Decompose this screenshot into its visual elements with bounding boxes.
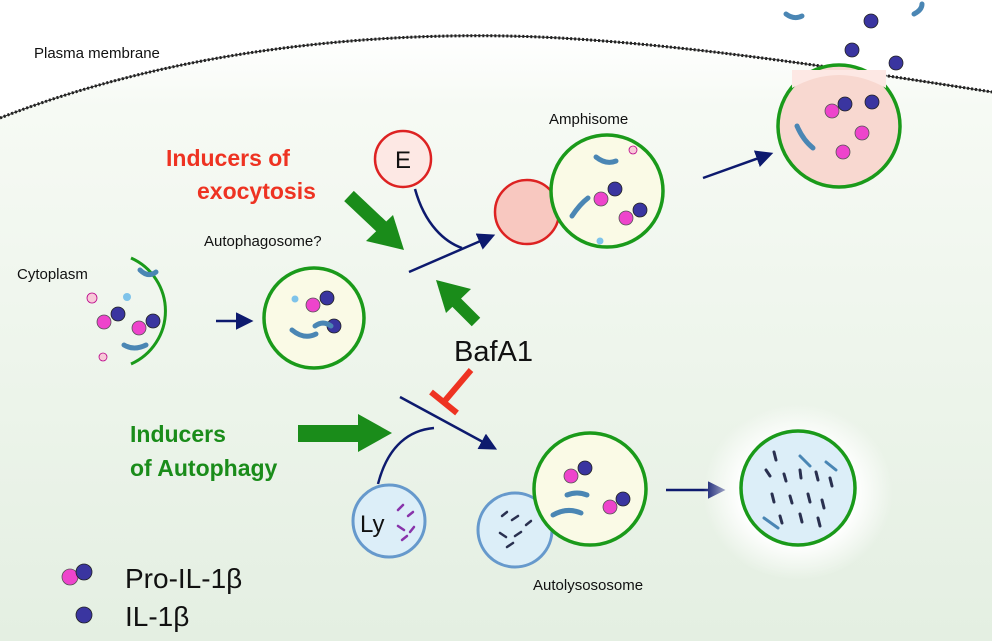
autophagosome-cargo bbox=[289, 290, 342, 339]
lysosome-enzymes bbox=[396, 503, 416, 542]
plasma-membrane-label: Plasma membrane bbox=[34, 45, 160, 62]
autophagosome-label: Autophagosome? bbox=[204, 233, 322, 250]
amphisome-cargo bbox=[569, 145, 648, 245]
bafa1-inhibit-bar bbox=[429, 368, 474, 416]
autolysosome-cargo bbox=[550, 460, 631, 518]
endosome bbox=[373, 129, 433, 189]
autolysosome-enzymes bbox=[498, 510, 533, 549]
cytoplasm-cargo bbox=[86, 267, 161, 362]
phagophore bbox=[130, 256, 167, 366]
amphisome bbox=[549, 133, 665, 249]
inducers-autophagy-label: Inducers of Autophagy bbox=[130, 421, 278, 481]
legend: Pro-IL-1β IL-1β bbox=[61, 563, 242, 632]
released-il1b bbox=[783, 1, 925, 71]
exocytosis-inducer-arrow bbox=[344, 190, 404, 250]
bafa1-label: BafA1 bbox=[454, 336, 533, 368]
bafa1-promote-arrow bbox=[436, 280, 481, 327]
cytoplasm-label: Cytoplasm bbox=[17, 266, 88, 283]
legend-il1b-label: IL-1β bbox=[125, 601, 189, 632]
autolysosome-label: Autolysososome bbox=[533, 577, 643, 594]
inducers-exocytosis-label: Inducers of exocytosis bbox=[166, 145, 316, 204]
exocytic-vesicle-cargo bbox=[794, 94, 880, 160]
lysosome-label: Ly bbox=[360, 511, 384, 538]
amphisome-label: Amphisome bbox=[549, 111, 628, 128]
lysosome bbox=[351, 483, 427, 559]
legend-il1b-symbol bbox=[75, 606, 93, 624]
autophagosome bbox=[262, 266, 366, 370]
autolysosome bbox=[532, 431, 648, 547]
endosome-merge-line bbox=[413, 188, 463, 250]
legend-pro-il1b-label: Pro-IL-1β bbox=[125, 563, 242, 594]
arrow-to-amphisome bbox=[408, 233, 496, 274]
endosome-label: E bbox=[395, 147, 411, 174]
degraded-fragments bbox=[762, 450, 838, 530]
degraded-autolysosome bbox=[739, 429, 857, 547]
arrow-to-autolysosome bbox=[399, 395, 498, 450]
arrow-to-exocytosis bbox=[702, 150, 774, 180]
legend-pro-il1b-symbol bbox=[61, 563, 93, 586]
autophagy-inducer-arrow bbox=[298, 414, 392, 452]
lysosome-merge-line bbox=[376, 426, 435, 485]
